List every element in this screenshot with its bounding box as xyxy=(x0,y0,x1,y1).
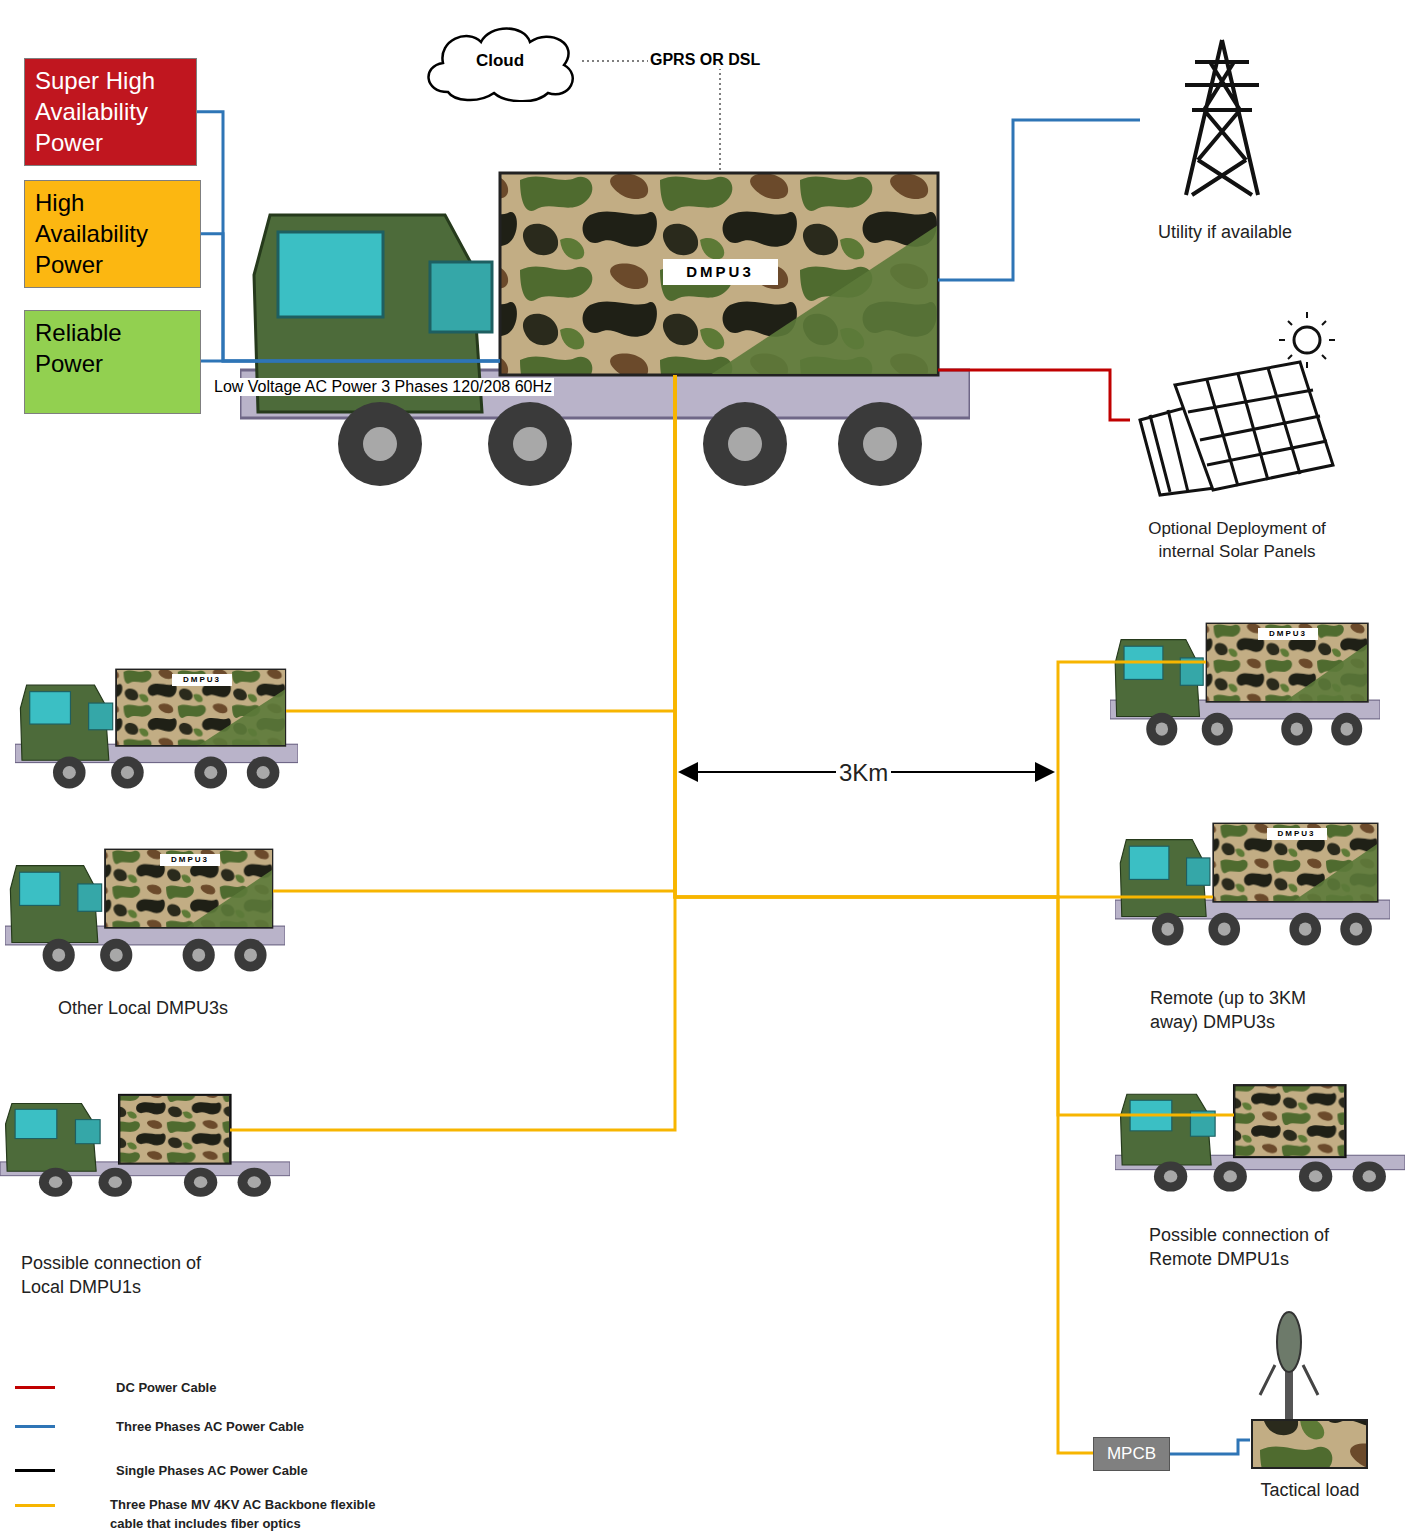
legend-text: Three Phase MV 4KV AC Backbone flexible … xyxy=(110,1496,400,1533)
legend-text: DC Power Cable xyxy=(116,1379,416,1398)
node-text: Reliable Power xyxy=(35,317,190,379)
legend-swatch xyxy=(15,1504,55,1507)
node-text: Super High Availability Power xyxy=(35,65,186,159)
utility-tower xyxy=(1185,40,1259,195)
cable-connector xyxy=(675,375,1206,897)
tactical-load-illustration xyxy=(1252,1312,1367,1468)
node-text: High Availability Power xyxy=(35,187,190,281)
dmpu1-container: Possible connection of Remote DMPU1s xyxy=(1234,1085,1345,1157)
group-caption: Other Local DMPU3s xyxy=(58,996,228,1020)
solar-node: Optional Deployment of internal Solar Pa… xyxy=(1130,315,1345,600)
main-truck xyxy=(240,173,970,486)
remote-truck xyxy=(1115,823,1390,945)
node-text: Cloud xyxy=(476,50,524,72)
legend-text: Single Phases AC Power Cable xyxy=(116,1462,416,1481)
power-tier-box: Super High Availability Power xyxy=(24,58,197,166)
connector-label: Low Voltage AC Power 3 Phases 120/208 60… xyxy=(212,378,554,396)
truck-illustrations xyxy=(0,173,1405,1197)
cable-connector xyxy=(938,370,1130,420)
node-text: Tactical load xyxy=(1245,1478,1375,1502)
cable-connector xyxy=(230,375,675,1130)
distance-label: 3Km xyxy=(836,757,891,789)
dmpu3-container: DMPU3 xyxy=(500,173,938,375)
legend-text: Three Phases AC Power Cable xyxy=(116,1418,416,1437)
cable-connector xyxy=(675,375,1093,1453)
utility-node: Utility if available xyxy=(1140,35,1310,250)
cable-connector xyxy=(286,375,675,711)
node-text: MPCB xyxy=(1107,1443,1156,1465)
node-text: Possible connection of Remote DMPU1s xyxy=(1149,1223,1359,1272)
solar-panels xyxy=(1140,312,1335,495)
node-text: DMPU3 xyxy=(1258,628,1318,640)
dmpu1-container: Possible connection of Local DMPU1s xyxy=(119,1095,230,1164)
node-text: DMPU3 xyxy=(1267,828,1327,840)
cloud-path xyxy=(429,29,573,102)
dmpu3-container: DMPU3 xyxy=(105,849,273,928)
local-truck xyxy=(5,849,285,971)
cable-connector xyxy=(201,360,500,363)
node-text: Optional Deployment of internal Solar Pa… xyxy=(1142,518,1332,564)
cable-connector xyxy=(201,234,500,361)
tactical-load-node: Tactical load xyxy=(1250,1305,1370,1505)
connector-label: GPRS OR DSL xyxy=(648,51,762,69)
power-tier-box: High Availability Power xyxy=(24,180,201,288)
node-text: Possible connection of Local DMPU1s xyxy=(21,1251,231,1300)
local-truck xyxy=(15,669,298,788)
cable-connector xyxy=(273,375,675,891)
dmpu3-container: DMPU3 xyxy=(1206,623,1368,702)
cable-connector xyxy=(675,375,1213,897)
remote-truck xyxy=(1110,623,1380,745)
legend-swatch xyxy=(15,1425,55,1428)
dmpu3-container: DMPU3 xyxy=(1213,823,1378,902)
local-dmpu1-truck xyxy=(0,1095,290,1197)
cable-connector xyxy=(938,120,1140,280)
cloud-shape: Cloud xyxy=(418,20,582,102)
cable-connector xyxy=(582,61,720,173)
node-text: DMPU3 xyxy=(663,259,778,285)
cable-connector xyxy=(197,112,500,361)
dmpu3-container: DMPU3 xyxy=(116,669,286,746)
legend-swatch xyxy=(15,1469,55,1472)
node-text: DMPU3 xyxy=(172,674,232,686)
node-text: Utility if available xyxy=(1140,220,1310,244)
remote-dmpu1-truck xyxy=(1115,1085,1405,1191)
legend-swatch xyxy=(15,1386,55,1389)
mpcb-box: MPCB xyxy=(1093,1437,1170,1471)
power-tier-box: Reliable Power xyxy=(24,310,201,414)
node-text: DMPU3 xyxy=(160,854,220,866)
group-caption: Remote (up to 3KM away) DMPU3s xyxy=(1150,986,1335,1035)
cable-connector xyxy=(1170,1440,1250,1454)
